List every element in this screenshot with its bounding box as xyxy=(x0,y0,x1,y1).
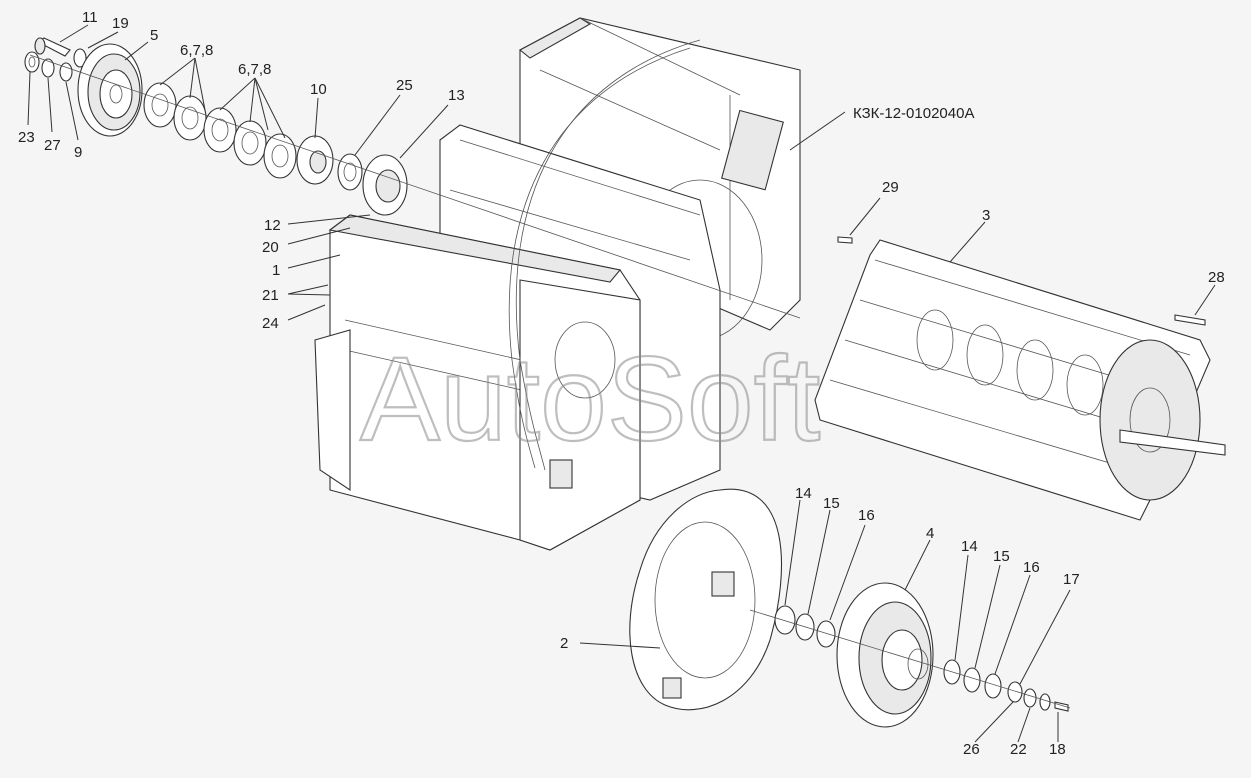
callout-10: 10 xyxy=(310,81,327,98)
callout-6-7-8-a: 6,7,8 xyxy=(180,42,213,59)
callout-26: 26 xyxy=(963,741,980,758)
leader-lines xyxy=(27,24,1216,743)
pulley-group-top xyxy=(24,37,801,319)
callout-13: 13 xyxy=(448,87,465,104)
rotor-assembly xyxy=(814,236,1226,521)
callout-12: 12 xyxy=(264,217,281,234)
callout-19: 19 xyxy=(112,15,129,32)
callout-27: 27 xyxy=(44,137,61,154)
watermark: AutoSoft xyxy=(360,332,820,466)
callout-15-b: 15 xyxy=(993,548,1010,565)
callout-25: 25 xyxy=(396,77,413,94)
callout-14-a: 14 xyxy=(795,485,812,502)
callout-9: 9 xyxy=(74,144,82,161)
callout-28: 28 xyxy=(1208,269,1225,286)
callout-11: 11 xyxy=(82,9,98,26)
callout-29: 29 xyxy=(882,179,899,196)
callout-2: 2 xyxy=(560,635,568,652)
callout-17: 17 xyxy=(1063,571,1080,588)
cover-plate xyxy=(629,488,782,711)
callout-21: 21 xyxy=(262,287,279,304)
callout-16-b: 16 xyxy=(1023,559,1040,576)
callout-14-b: 14 xyxy=(961,538,978,555)
callout-4: 4 xyxy=(926,525,934,542)
pulley-group-bottom xyxy=(749,582,1071,728)
callout-labels: 11 19 5 6,7,8 6,7,8 10 25 13 23 27 9 12 … xyxy=(18,9,1225,758)
callout-18: 18 xyxy=(1049,741,1066,758)
callout-15-a: 15 xyxy=(823,495,840,512)
callout-16-a: 16 xyxy=(858,507,875,524)
callout-5: 5 xyxy=(150,27,158,44)
assembly-code-label: КЗК-12-0102040А xyxy=(853,105,974,122)
callout-23: 23 xyxy=(18,129,35,146)
callout-3: 3 xyxy=(982,207,990,224)
callout-20: 20 xyxy=(262,239,279,256)
callout-1: 1 xyxy=(272,262,280,279)
callout-6-7-8-b: 6,7,8 xyxy=(238,61,271,78)
housing-frame xyxy=(314,17,801,551)
callout-24: 24 xyxy=(262,315,279,332)
callout-22: 22 xyxy=(1010,741,1027,758)
